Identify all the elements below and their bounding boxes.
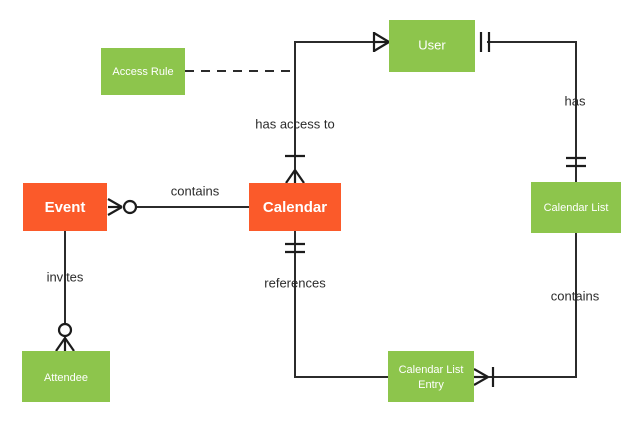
cardinality-attendee-zero-or-many (55, 322, 75, 352)
cardinality-calendarlist-top-exactly-one (566, 156, 586, 168)
entity-calendar-list-entry-label-line2: Entry (418, 379, 444, 391)
entity-access-rule[interactable]: Access Rule (101, 48, 185, 95)
edge-contains-calendarlist-entry (487, 233, 577, 378)
entity-user[interactable]: User (389, 20, 475, 72)
entity-calendar-list[interactable]: Calendar List (531, 182, 621, 233)
entity-attendee-box[interactable] (22, 351, 110, 402)
edge-has-user-calendarlist (487, 41, 577, 182)
entity-event-box[interactable] (23, 183, 107, 231)
entity-attendee[interactable]: Attendee (22, 351, 110, 402)
entity-user-label: User (418, 37, 446, 52)
relationship-label-invites: invites (47, 269, 84, 284)
cardinality-user-one-or-many (372, 32, 390, 52)
edge-has-access-to (294, 41, 374, 183)
entity-calendar-label: Calendar (263, 199, 327, 216)
cardinality-calendarlistentry-one-or-many (473, 367, 495, 387)
entity-event-label: Event (45, 199, 86, 216)
cardinality-user-exactly-one (479, 32, 491, 52)
entity-calendar-list-entry-label-line1: Calendar List (399, 364, 464, 376)
relationship-label-contains-event-calendar: contains (171, 183, 220, 198)
cardinality-event-zero-or-many (107, 198, 138, 216)
entity-calendar-box[interactable] (249, 183, 341, 231)
relationship-label-references: references (264, 275, 326, 290)
entity-user-box[interactable] (389, 20, 475, 72)
entity-calendar-list-entry-box[interactable] (388, 351, 474, 402)
edge-references (294, 231, 388, 378)
cardinality-calendar-top-one-or-many (285, 154, 305, 184)
entity-access-rule-label: Access Rule (112, 66, 173, 78)
entity-calendar-list-entry[interactable]: Calendar List Entry (388, 351, 474, 402)
relationship-label-has: has (565, 93, 586, 108)
entity-calendar-list-label: Calendar List (544, 202, 609, 214)
cardinality-calendar-bottom-exactly-one (285, 242, 305, 254)
relationship-label-has-access-to: has access to (255, 116, 335, 131)
entity-attendee-label: Attendee (44, 372, 88, 384)
entity-calendar[interactable]: Calendar (249, 183, 341, 231)
relationship-label-contains-calendarlist: contains (551, 288, 600, 303)
entity-access-rule-box[interactable] (101, 48, 185, 95)
entity-event[interactable]: Event (23, 183, 107, 231)
entity-calendar-list-box[interactable] (531, 182, 621, 233)
